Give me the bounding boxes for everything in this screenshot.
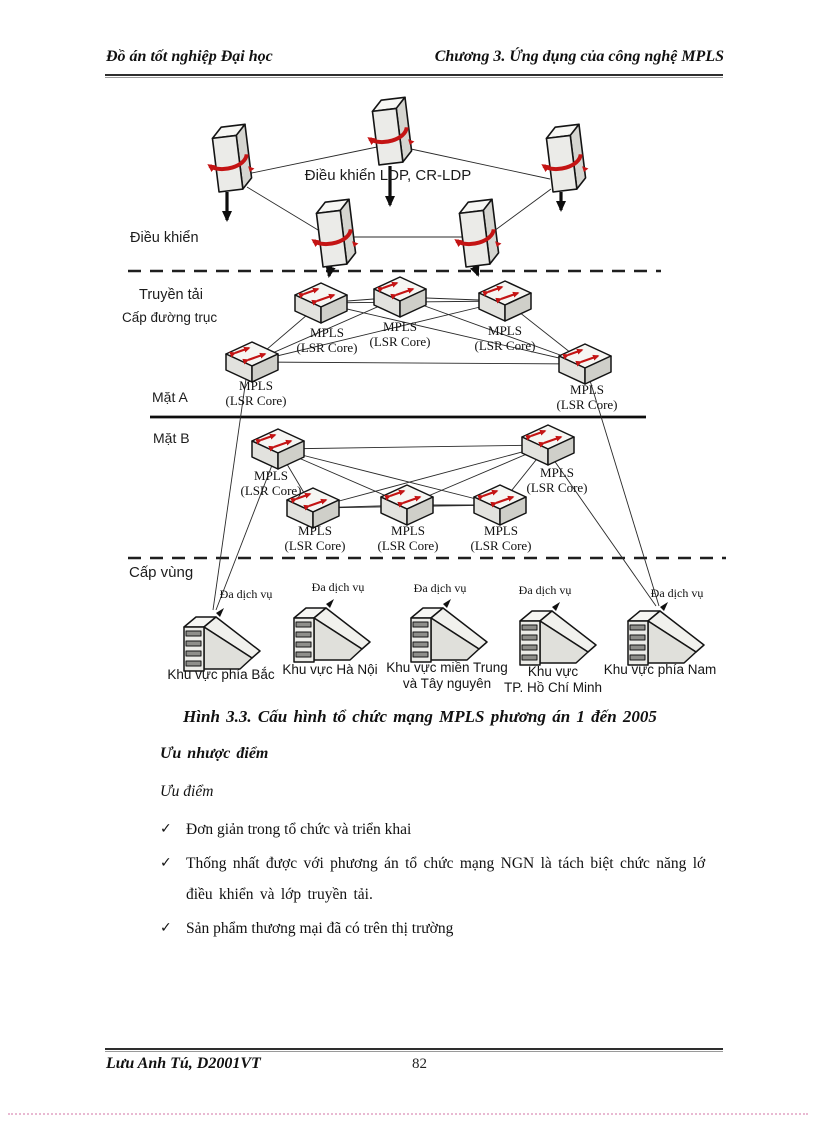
lsr-label: MPLS(LSR Core) [474,323,536,353]
lsr-label: MPLS(LSR Core) [240,468,302,498]
header-rule [105,74,723,76]
lsr-label: MPLS(LSR Core) [284,523,346,553]
lsr-core-switch [474,485,526,525]
check-icon: ✓ [160,821,172,837]
lsr-label: MPLS(LSR Core) [526,465,588,495]
multiservice-label: Đa dịch vụ [219,587,273,601]
label-plane-b: Mặt B [153,430,190,446]
multiservice-node [410,598,488,663]
list-item: ✓ Đơn giản trong tổ chức và triển khai [160,814,727,845]
multiservice-label: Đa dịch vụ [413,581,467,595]
lsr-label: MPLS(LSR Core) [470,523,532,553]
lsr-core-switch [226,342,278,382]
footer-page-number: 82 [412,1056,427,1072]
figure-caption: Hình 3.3. Cấu hình tổ chức mạng MPLS phư… [183,707,657,726]
control-router [365,97,416,166]
list-item-text: Sản phẩm thương mại đã có trên thị trườn… [186,920,454,937]
header-rule-shadow [105,77,723,78]
multiservice-node [293,598,371,663]
list-item: ✓ Sản phẩm thương mại đã có trên thị trư… [160,913,727,944]
subsection-heading: Ưu điểm [160,783,214,800]
lsr-core-switch [252,429,304,469]
multiservice-node [183,607,261,672]
label-transport-layer: Truyền tải [139,287,203,303]
check-icon: ✓ [160,855,172,871]
mpls-network-diagram [128,0,726,672]
region-label-hanoi: Khu vực Hà Nội [282,662,378,677]
advantage-list: ✓ Đơn giản trong tổ chức và triển khai ✓… [160,814,727,947]
control-links [246,146,552,238]
label-control-protocol: Điều khiển LDP, CR-LDP [304,167,472,184]
lsr-core-switch [522,425,574,465]
control-router [309,199,360,268]
region-label-south: Khu vực phía Nam [603,662,717,677]
header-right: Chương 3. Ứng dụng của công nghệ MPLS [434,48,724,65]
control-arrows [222,166,566,278]
multiservice-node [627,601,705,666]
lsr-label: MPLS(LSR Core) [296,325,358,355]
label-control-layer: Điều khiển [130,230,199,246]
footer-rule-shadow [105,1051,723,1052]
multiservice-label: Đa dịch vụ [650,586,704,600]
region-label-north: Khu vực phía Bắc [167,667,275,682]
label-backbone-level: Cấp đường trục [122,310,218,325]
lsr-label: MPLS(LSR Core) [556,382,618,412]
lsr-core-switch [381,485,433,525]
control-router [205,124,256,193]
lsr-label: MPLS(LSR Core) [369,319,431,349]
list-item-text: Thống nhất được với phương án tổ chức mạ… [186,855,706,903]
footer-author: Lưu Anh Tú, D2001VT [106,1055,261,1072]
page-bottom-dotted-line [8,1113,808,1115]
region-label-central: Khu vực miền Trung và Tây nguyên [386,660,508,691]
region-label-hcmc: Khu vực TP. Hồ Chí Minh [503,664,603,695]
check-icon: ✓ [160,920,172,936]
lsr-core-switch [295,283,347,323]
region-links [212,371,660,611]
multiservice-node [519,601,597,666]
header-left: Đồ án tốt nghiệp Đại học [106,48,273,65]
lsr-core-switch [374,277,426,317]
footer-rule [105,1048,723,1050]
control-router [452,199,503,268]
multiservice-label: Đa dịch vụ [311,580,365,594]
lsr-label: MPLS(LSR Core) [377,523,439,553]
multiservice-label: Đa dịch vụ [518,583,572,597]
list-item: ✓ Thống nhất được với phương án tổ chức … [160,848,727,910]
control-router [539,124,590,193]
label-plane-a: Mặt A [152,389,188,405]
label-region-level: Cấp vùng [129,564,194,581]
section-heading: Ưu nhược điểm [160,745,269,762]
list-item-text: Đơn giản trong tổ chức và triển khai [186,821,412,838]
lsr-label: MPLS(LSR Core) [225,378,287,408]
